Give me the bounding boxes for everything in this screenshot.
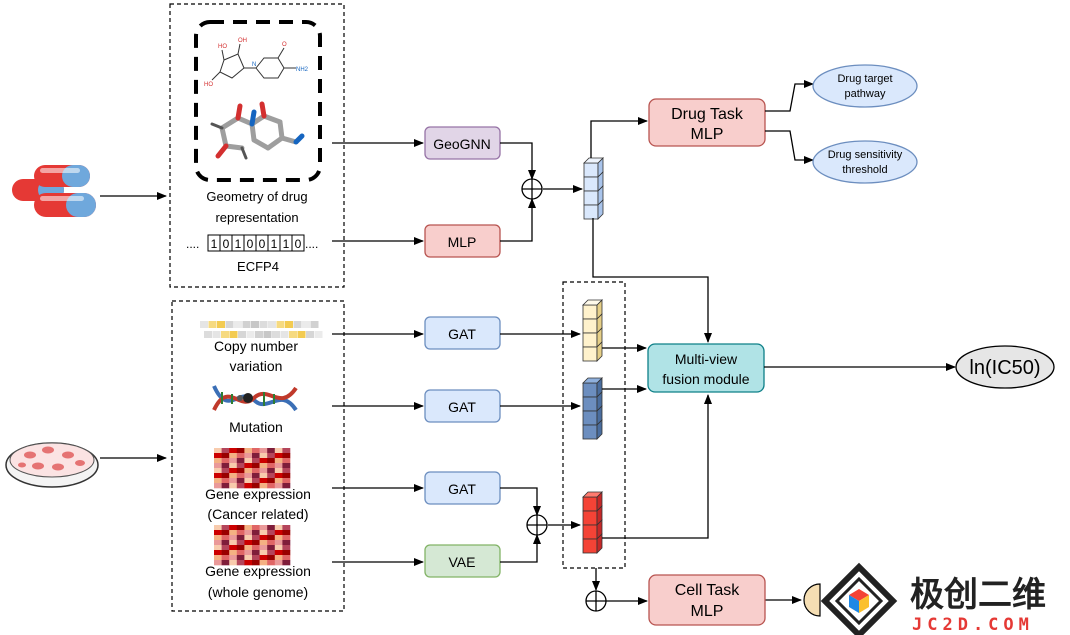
- svg-text:0: 0: [223, 237, 230, 251]
- svg-text:1: 1: [211, 237, 218, 251]
- cell-task-output-partial-icon: [803, 583, 821, 617]
- drug-fusion-plus-icon: [521, 178, 543, 200]
- gene-expr-whole-line1: Gene expression: [205, 563, 311, 579]
- fingerprint-bit: 0: [243, 234, 257, 252]
- svg-text:1: 1: [235, 237, 242, 251]
- svg-text:HO: HO: [204, 82, 213, 88]
- fingerprint-bit: 0: [219, 234, 233, 252]
- dna-mutation-icon: [212, 385, 298, 412]
- drug-embedding-icon: [583, 157, 604, 220]
- fingerprint-bit: 1: [267, 234, 281, 252]
- cell-fusion-plus-icon: [526, 514, 548, 536]
- fusion-line2: fusion module: [662, 371, 749, 387]
- drug-task-line1: Drug Task: [671, 106, 744, 123]
- svg-text:0: 0: [247, 237, 254, 251]
- geognn-label: GeoGNN: [433, 136, 491, 152]
- mutation-embedding-icon: [582, 377, 603, 440]
- svg-text:N: N: [252, 62, 256, 68]
- cnv-embedding-icon: [582, 299, 603, 362]
- fusion-module-box: Multi-view fusion module: [647, 343, 765, 393]
- cell-task-line2: MLP: [691, 603, 724, 620]
- cell-panel: [171, 300, 345, 612]
- ecfp-label: ECFP4: [237, 259, 279, 274]
- drug-sensitivity-line2: threshold: [842, 164, 887, 176]
- drug-target-pathway-ellipse: Drug target pathway: [812, 64, 918, 108]
- vae-box: VAE: [424, 544, 501, 578]
- svg-text:1: 1: [283, 237, 290, 251]
- molecule-2d-icon: HO OH HO O NH2 N: [204, 38, 309, 88]
- gat-mutation-box: GAT: [424, 389, 501, 423]
- gat-cnv-label: GAT: [448, 326, 476, 342]
- mutation-label: Mutation: [229, 419, 283, 435]
- svg-text:OH: OH: [238, 38, 247, 44]
- drug-sensitivity-line1: Drug sensitivity: [828, 149, 903, 161]
- vae-label: VAE: [449, 554, 476, 570]
- fingerprint-bit: 1: [279, 234, 293, 252]
- drug-geometry-frame: [194, 20, 322, 182]
- gene-expr-cancer-line1: Gene expression: [205, 486, 311, 502]
- drug-task-line2: MLP: [691, 126, 724, 143]
- drug-target-line1: Drug target: [837, 73, 892, 85]
- gene-expr-cancer-line2: (Cancer related): [207, 506, 308, 522]
- watermark-title: 极创二维: [910, 575, 1046, 615]
- drug-task-mlp-box: Drug Task MLP: [648, 98, 766, 147]
- svg-text:O: O: [282, 42, 287, 48]
- geometry-label-line2: representation: [215, 210, 298, 225]
- fingerprint-prefix: ....: [186, 237, 199, 251]
- cnv-label-line2: variation: [230, 358, 283, 374]
- cell-task-mlp-box: Cell Task MLP: [648, 574, 766, 626]
- fingerprint-bit: 1: [231, 234, 245, 252]
- gat-expr-label: GAT: [448, 481, 476, 497]
- ic50-label: ln(IC50): [969, 357, 1040, 379]
- cnv-strip-icon: [200, 321, 323, 338]
- gat-expr-box: GAT: [424, 471, 501, 505]
- fingerprint-bit: 0: [291, 234, 305, 252]
- fusion-line1: Multi-view: [675, 351, 738, 367]
- cnv-label-line1: Copy number: [214, 338, 298, 354]
- svg-text:0: 0: [259, 237, 266, 251]
- cell-task-plus-icon: [585, 590, 607, 612]
- geognn-box: GeoGNN: [424, 126, 501, 160]
- gat-mutation-label: GAT: [448, 399, 476, 415]
- watermark-logo: 极创二维 JC2D.COM: [820, 562, 1046, 635]
- drug-target-line2: pathway: [845, 88, 886, 100]
- gene-expr-whole-line2: (whole genome): [208, 584, 308, 600]
- svg-text:1: 1: [271, 237, 278, 251]
- petri-dish-icon: [5, 442, 99, 488]
- cell-task-line1: Cell Task: [675, 582, 741, 599]
- watermark-domain: JC2D.COM: [912, 615, 1034, 635]
- ic50-output-ellipse: ln(IC50): [955, 345, 1055, 389]
- svg-text:NH2: NH2: [296, 67, 309, 73]
- drug-sensitivity-threshold-ellipse: Drug sensitivity threshold: [812, 140, 918, 184]
- mlp-label: MLP: [448, 234, 477, 250]
- gat-cnv-box: GAT: [424, 316, 501, 350]
- fingerprint-suffix: ....: [305, 237, 318, 251]
- svg-text:0: 0: [295, 237, 302, 251]
- fingerprint-bit: 0: [255, 234, 269, 252]
- drug-pills-icon: [12, 165, 96, 217]
- fingerprint-bit: 1: [207, 234, 221, 252]
- cell-embeddings-panel: [562, 281, 626, 569]
- geometry-label-line1: Geometry of drug: [206, 189, 307, 204]
- expression-embedding-icon: [582, 491, 603, 554]
- drug-panel: [169, 3, 345, 288]
- mlp-box: MLP: [424, 224, 501, 258]
- molecule-3d-icon: [210, 101, 305, 160]
- svg-text:HO: HO: [218, 44, 227, 50]
- heatmap-whole-genome-icon: [214, 525, 291, 566]
- heatmap-cancer-related-icon: [214, 448, 291, 489]
